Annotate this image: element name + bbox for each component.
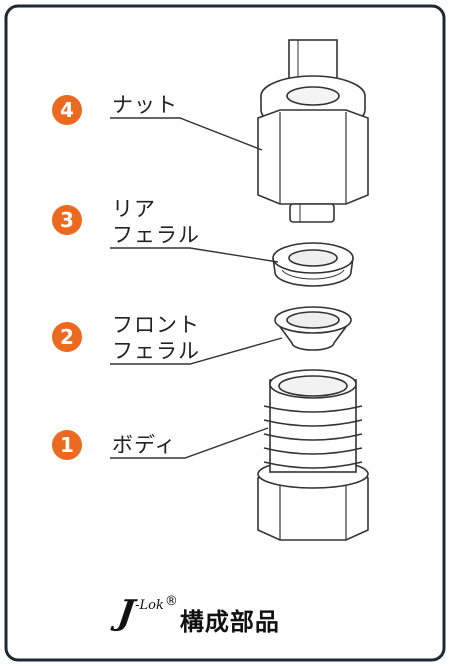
part-number-badge-1: 1 bbox=[52, 430, 82, 460]
leader-lines bbox=[110, 117, 283, 459]
diagram-caption: J -Lok ® 構成部品 bbox=[115, 593, 280, 637]
caption-title: 構成部品 bbox=[179, 608, 280, 636]
part-label-rear-ferrule-line2: フェラル bbox=[112, 223, 200, 247]
part-label-rear-ferrule-line1: リア bbox=[112, 197, 156, 221]
rear-ferrule-drawing bbox=[272, 242, 354, 287]
part-number-badge-4: 4 bbox=[52, 95, 82, 125]
body-drawing bbox=[257, 369, 369, 541]
part-number-badge-3: 3 bbox=[52, 205, 82, 235]
part-number-badge-2: 2 bbox=[52, 322, 82, 352]
brand-logo-suffix: -Lok bbox=[135, 598, 164, 613]
leader-line-body bbox=[110, 427, 269, 459]
part-label-nut: ナット bbox=[112, 93, 178, 117]
front-ferrule-drawing bbox=[274, 306, 352, 351]
part-label-body: ボディ bbox=[112, 433, 177, 457]
brand-logo-initial: J bbox=[115, 593, 137, 633]
part-label-front-ferrule-line1: フロント bbox=[112, 313, 200, 337]
registered-mark: ® bbox=[164, 594, 178, 609]
leader-line-front-ferrule bbox=[110, 337, 283, 365]
leader-line-nut bbox=[110, 117, 263, 151]
leader-line-rear-ferrule bbox=[110, 247, 279, 263]
part-label-front-ferrule-line2: フェラル bbox=[112, 339, 200, 363]
nut-drawing bbox=[257, 39, 369, 223]
